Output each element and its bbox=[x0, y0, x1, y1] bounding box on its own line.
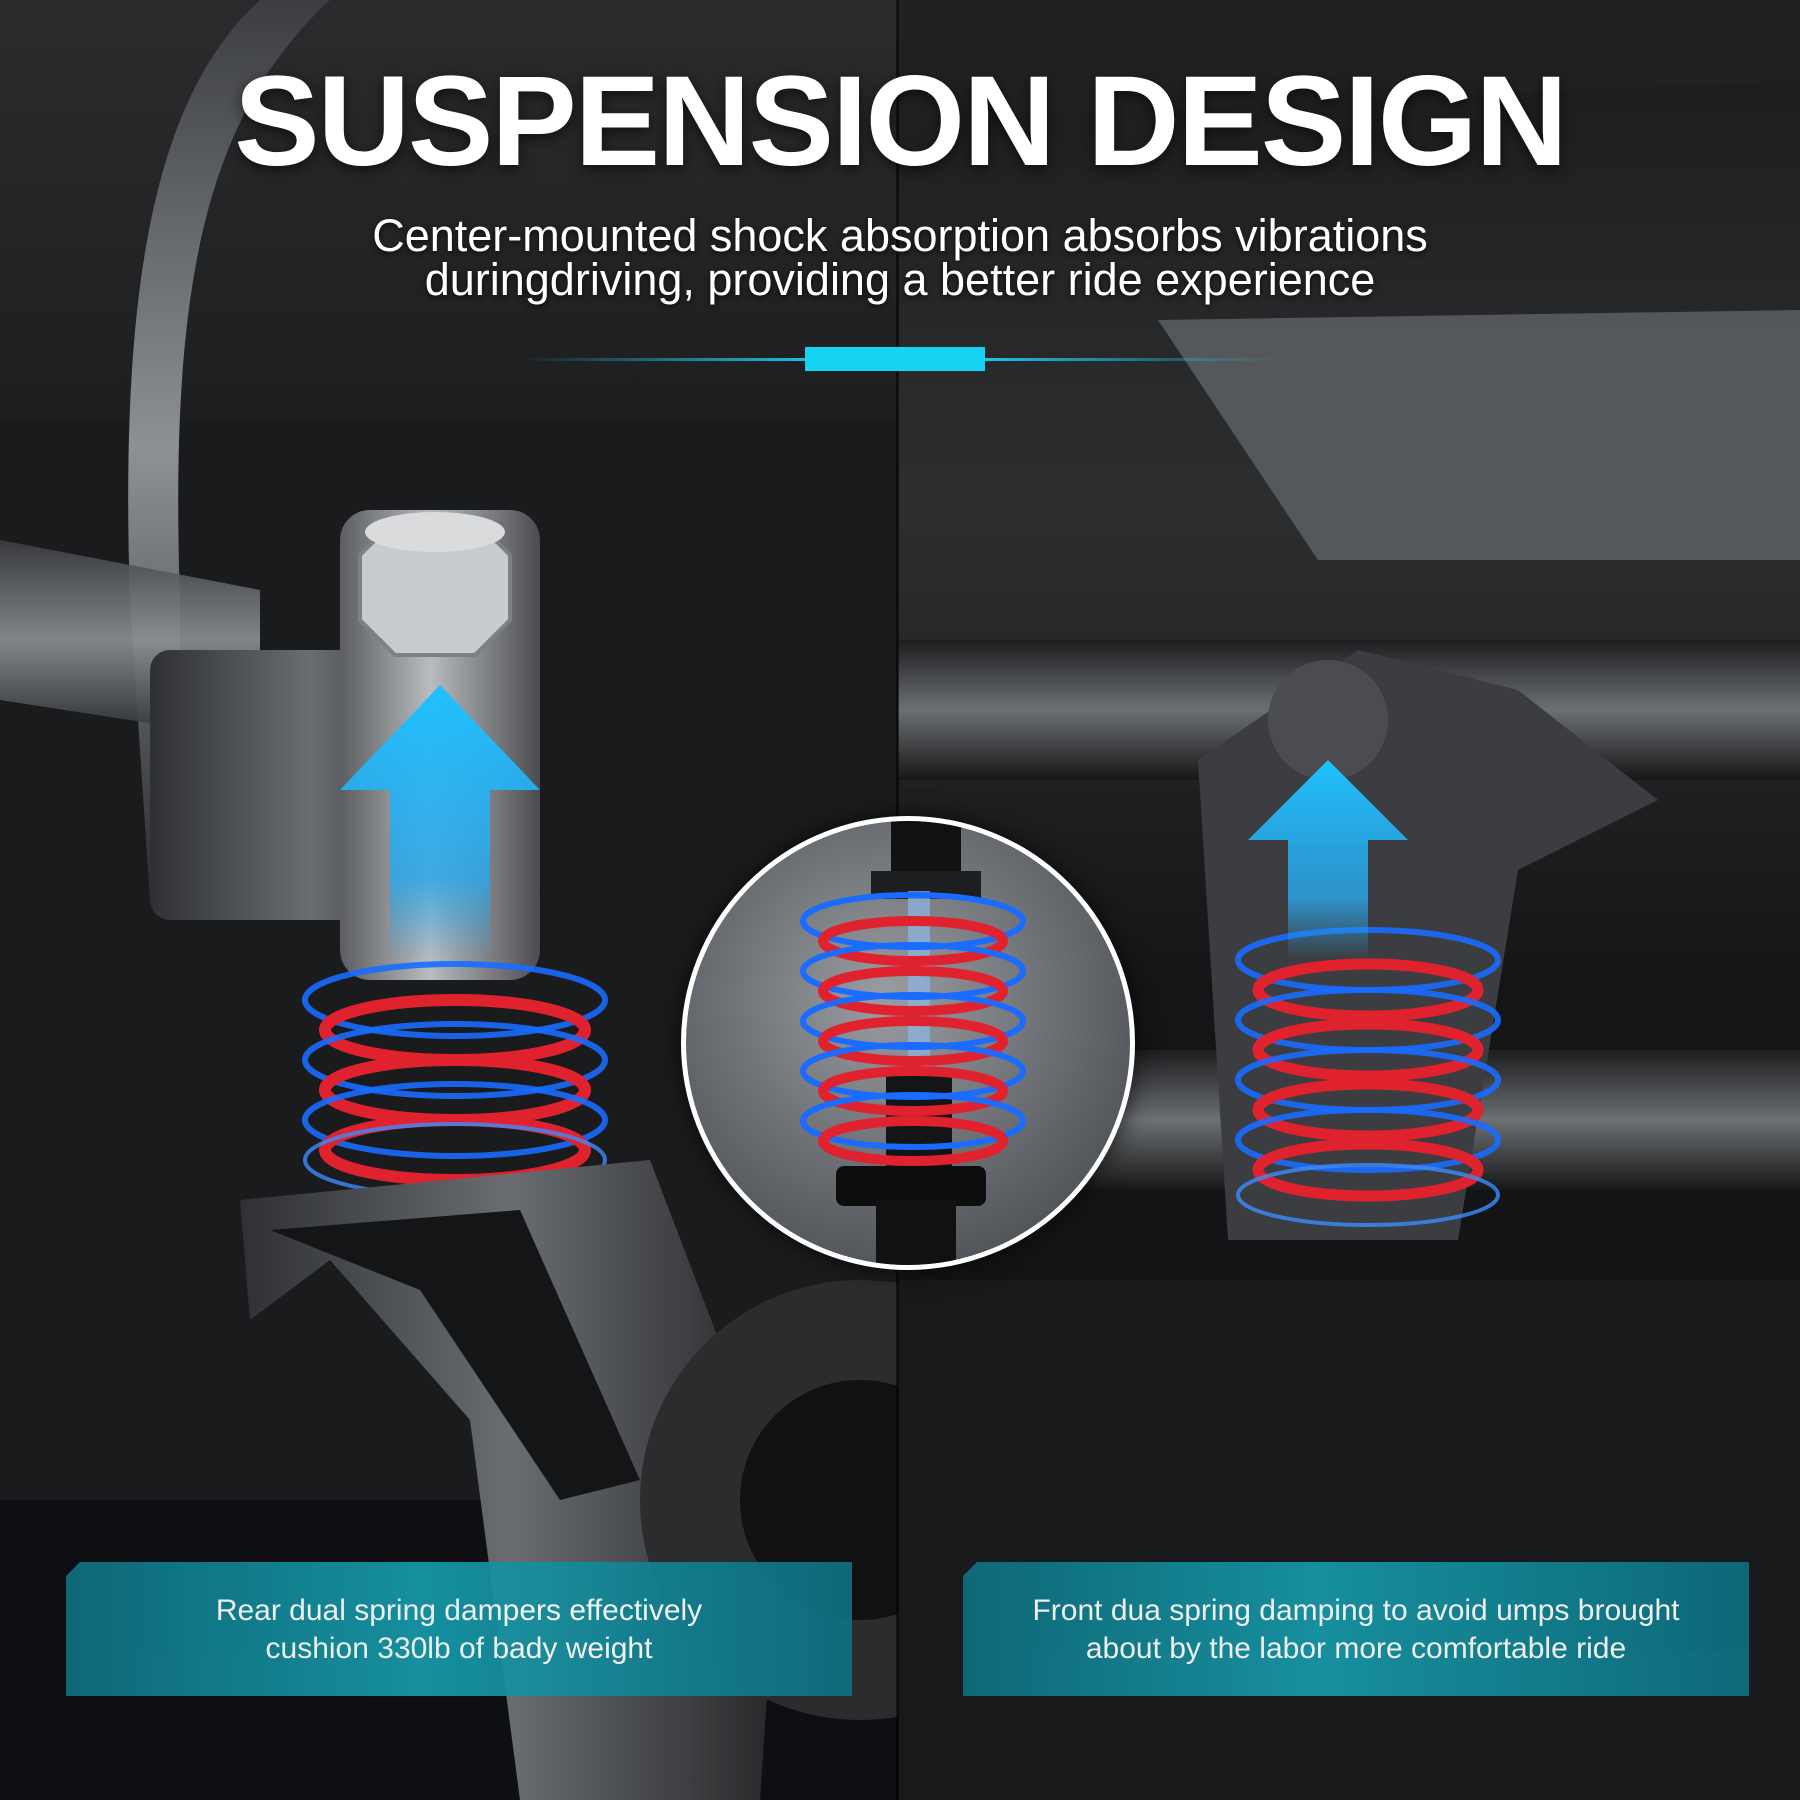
shock-absorber-illustration bbox=[800, 821, 1026, 1265]
front-suspension-caption: Front dua spring damping to avoid umps b… bbox=[963, 1562, 1749, 1696]
rear-suspension-caption: Rear dual spring dampers effectively cus… bbox=[66, 1562, 852, 1696]
front-caption-line-1: Front dua spring damping to avoid umps b… bbox=[1032, 1594, 1680, 1627]
accent-divider-block bbox=[805, 347, 985, 371]
up-arrow-icon bbox=[1248, 760, 1408, 960]
subtitle-line-2: duringdriving, providing a better ride e… bbox=[424, 254, 1376, 305]
shock-absorber-closeup bbox=[681, 816, 1135, 1270]
rear-caption-line-1: Rear dual spring dampers effectively bbox=[215, 1594, 703, 1627]
page-subtitle: Center-mounted shock absorption absorbs … bbox=[300, 210, 1500, 305]
rear-caption-line-2: cushion 330lb of bady weight bbox=[265, 1632, 653, 1665]
coil-spring-icon bbox=[800, 892, 1026, 1166]
subtitle-line-1: Center-mounted shock absorption absorbs … bbox=[372, 210, 1428, 261]
page-title: SUSPENSION DESIGN bbox=[234, 50, 1568, 193]
front-caption-line-2: about by the labor more comfortable ride bbox=[1085, 1632, 1627, 1665]
up-arrow-icon bbox=[340, 685, 540, 960]
coil-spring-icon bbox=[302, 961, 608, 1198]
coil-spring-icon bbox=[1235, 927, 1501, 1227]
